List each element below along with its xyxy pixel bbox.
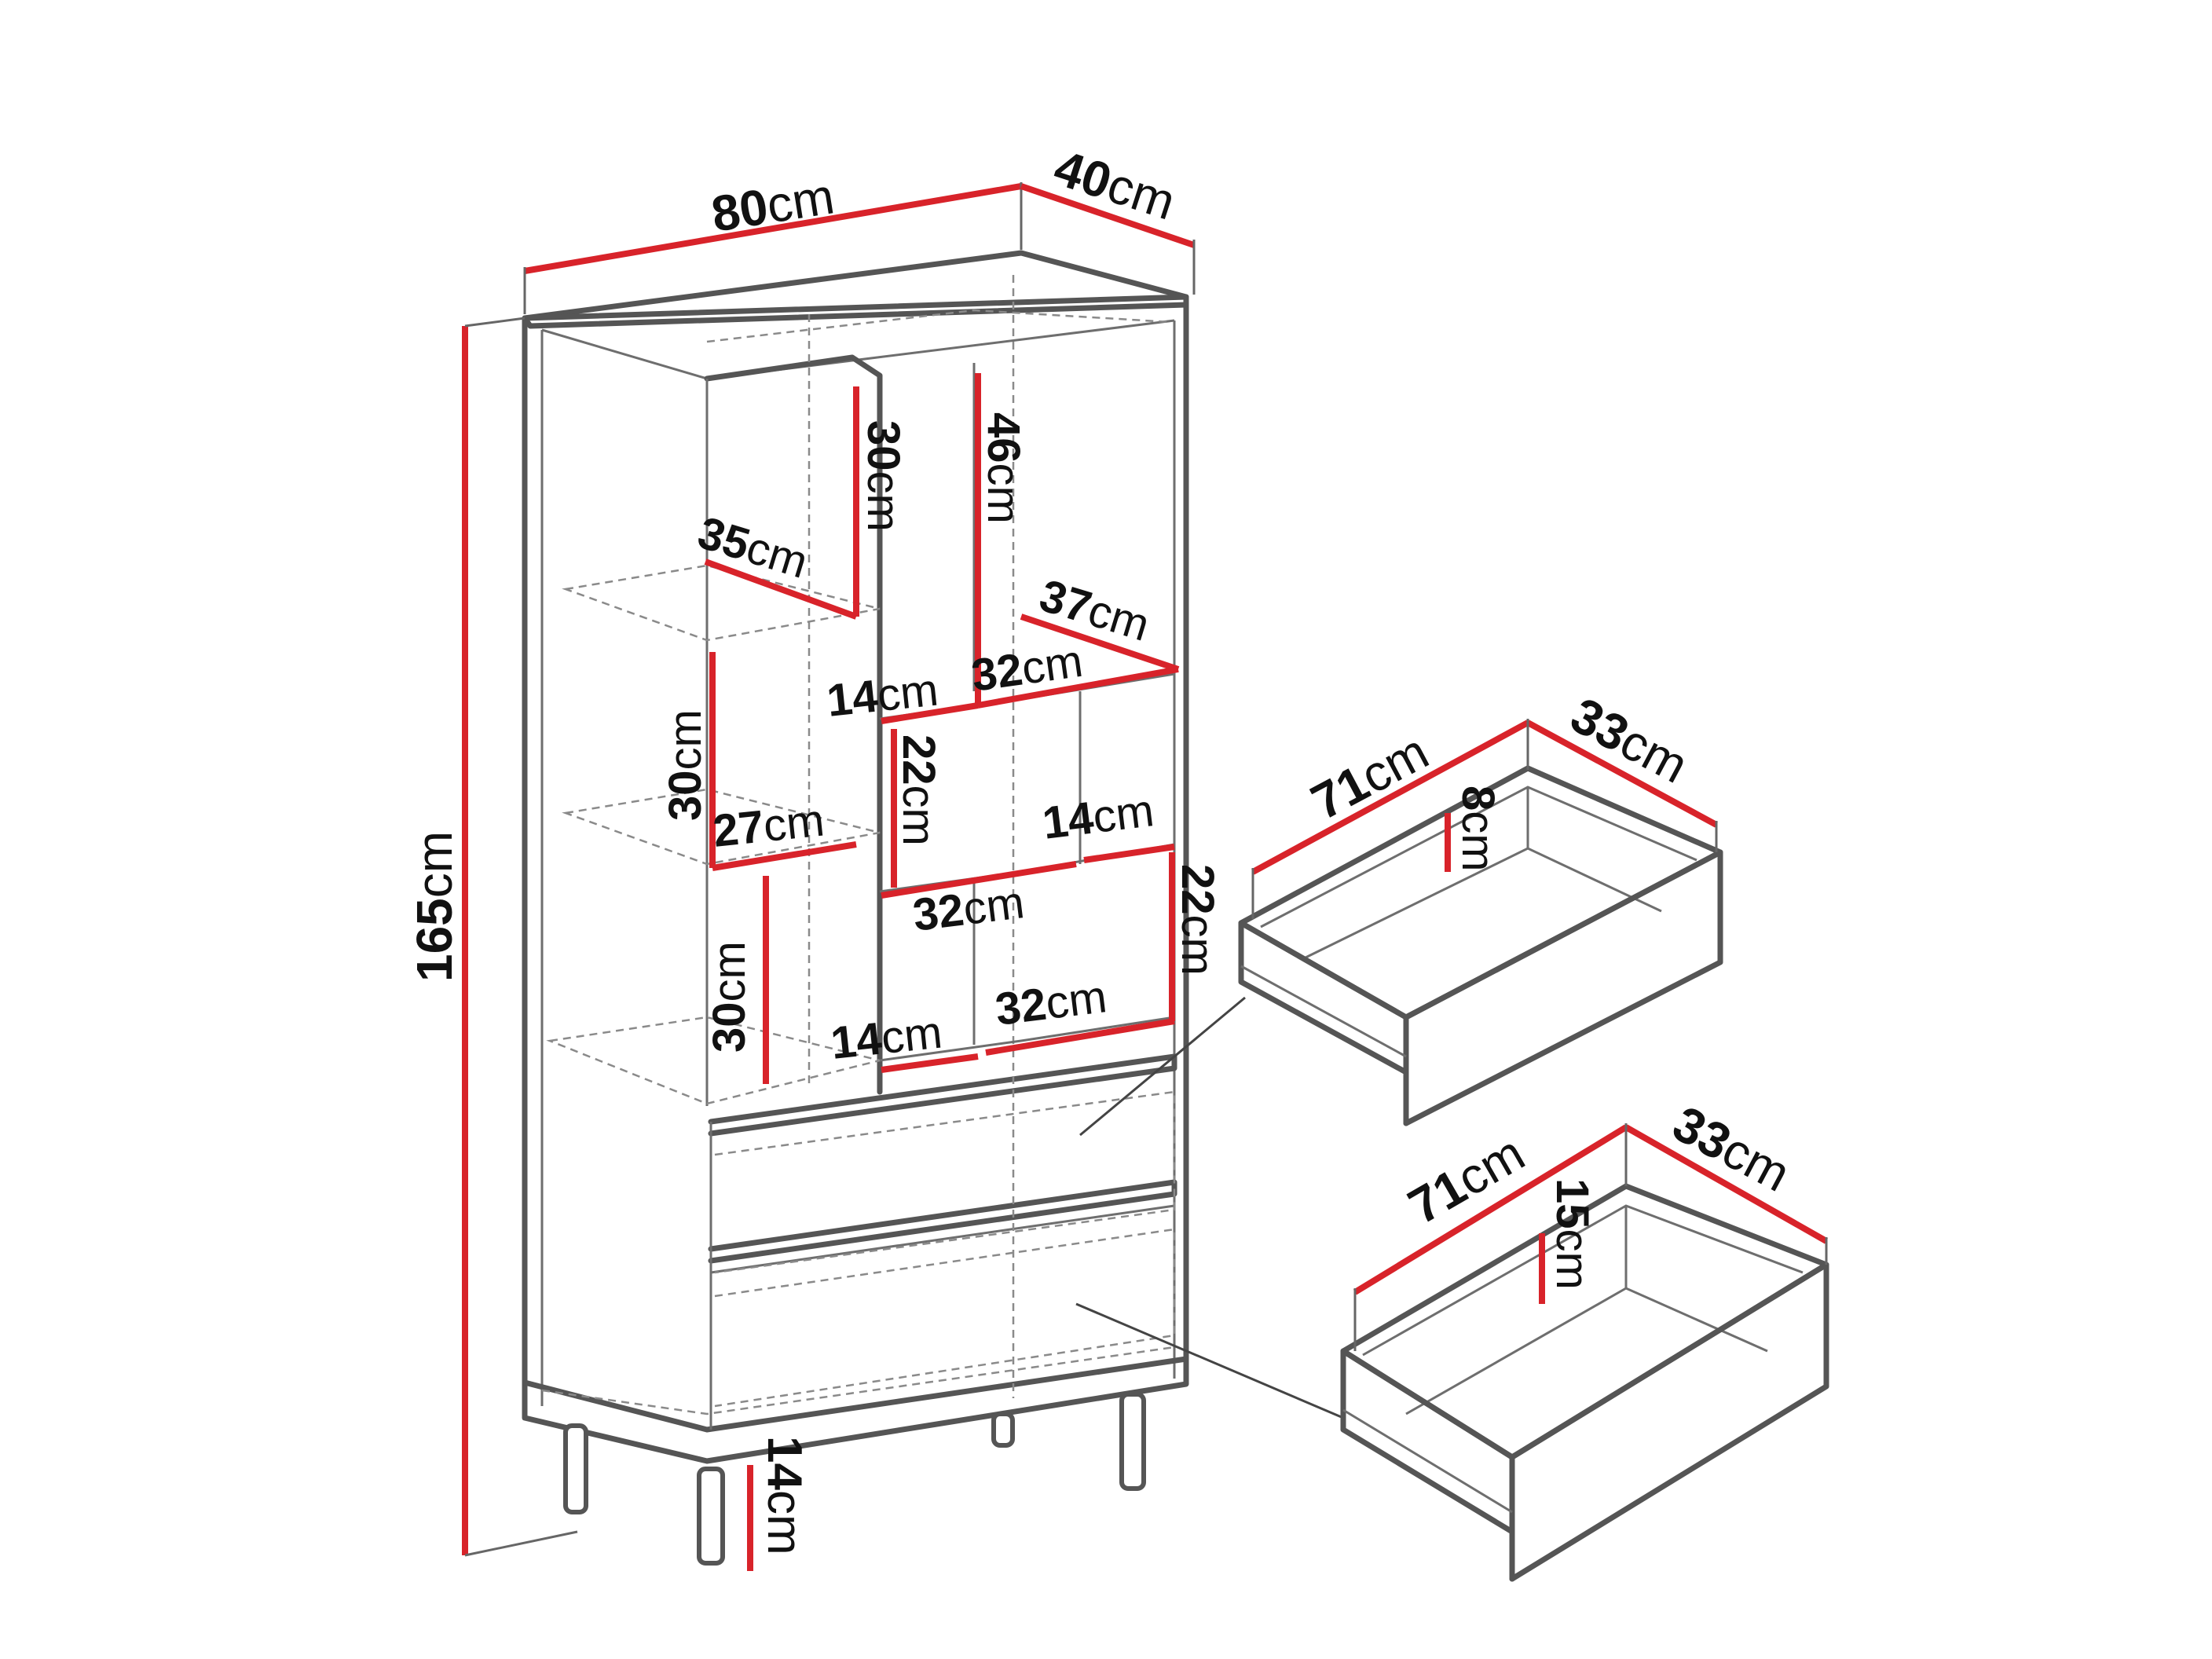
dim-line-center-upper-width bbox=[881, 702, 979, 724]
label-large-drawer-height: 15cm bbox=[1547, 1178, 1598, 1290]
dim-line-small-drawer-depth bbox=[1526, 720, 1718, 828]
dim-line-center-low-width bbox=[881, 861, 1077, 899]
cabinet-labels: 80cm 40cm 165cm 14cm 30cm 35cm 30cm 27cm… bbox=[406, 139, 1223, 1555]
label-center-bottom-width: 14cm bbox=[829, 1006, 945, 1068]
drawer-front-lower bbox=[710, 1204, 1175, 1274]
dim-line-large-drawer-length bbox=[1353, 1124, 1628, 1295]
hidden-lower-box bbox=[714, 1228, 1176, 1408]
large-drawer-floor bbox=[1405, 1287, 1768, 1415]
label-center-upper-width: 14cm bbox=[825, 664, 941, 726]
label-large-drawer-length: 71cm bbox=[1399, 1125, 1534, 1236]
large-drawer-left-side bbox=[1340, 1348, 1515, 1535]
leg-back-right bbox=[991, 1412, 1015, 1448]
base-edge bbox=[522, 1356, 1189, 1433]
small-drawer-front-panel bbox=[1403, 849, 1723, 1126]
leg-back-left bbox=[563, 1423, 588, 1514]
large-drawer-front-panel bbox=[1509, 1262, 1829, 1582]
hidden-drawer-body bbox=[714, 1090, 1176, 1274]
leader-line-small-drawer bbox=[1079, 996, 1246, 1137]
cabinet-outline bbox=[522, 294, 1189, 1464]
label-left-mid-height: 30cm bbox=[660, 709, 711, 821]
label-small-drawer-length: 71cm bbox=[1302, 723, 1437, 830]
small-drawer-runner bbox=[1240, 965, 1407, 1058]
dim-line-width bbox=[524, 183, 1022, 274]
right-shelf-3 bbox=[879, 1016, 1175, 1062]
left-partition bbox=[704, 354, 883, 1095]
large-drawer-runner bbox=[1342, 1408, 1513, 1514]
dim-line-center-bottom-width bbox=[881, 1053, 979, 1073]
label-right-mid-width: 14cm bbox=[1040, 785, 1157, 849]
small-drawer: 71cm 33cm 8cm bbox=[1238, 687, 1723, 1126]
hidden-upper-back bbox=[706, 309, 1171, 343]
large-drawer: 71cm 33cm 15cm bbox=[1340, 1095, 1829, 1582]
dim-line-right-mid-width bbox=[1083, 844, 1175, 863]
drawer-front-mid bbox=[708, 1179, 1177, 1264]
dim-line-depth bbox=[1020, 183, 1196, 248]
dim-line-small-drawer-length bbox=[1251, 720, 1529, 875]
inner-top-edge bbox=[541, 319, 1175, 380]
label-small-drawer-height: 8cm bbox=[1452, 786, 1503, 872]
cabinet-drawing bbox=[522, 250, 1189, 1566]
dim-line-left-mid-depth bbox=[712, 841, 857, 871]
dim-line-right-top-depth bbox=[1020, 613, 1180, 672]
hidden-shelf-1 bbox=[562, 564, 881, 642]
label-leg-height: 14cm bbox=[757, 1436, 811, 1555]
label-right-bottom-width: 32cm bbox=[993, 971, 1110, 1035]
dim-line-left-upper-depth bbox=[704, 558, 858, 620]
dim-line-right-top-width bbox=[977, 666, 1179, 709]
label-right-low-height: 22cm bbox=[1172, 864, 1223, 976]
label-cabinet-height: 165cm bbox=[406, 831, 463, 982]
label-left-mid-depth: 27cm bbox=[711, 794, 827, 856]
label-left-upper-height: 30cm bbox=[858, 420, 909, 532]
dim-line-large-drawer-depth bbox=[1624, 1124, 1828, 1244]
label-center-low-width: 32cm bbox=[910, 877, 1027, 941]
drawer-front-top bbox=[708, 1053, 1177, 1137]
dim-line-right-bottom-width bbox=[985, 1018, 1175, 1056]
label-left-low-height: 30cm bbox=[704, 941, 755, 1053]
hidden-bottom bbox=[541, 1346, 1175, 1415]
small-drawer-left-side bbox=[1238, 920, 1409, 1075]
label-cabinet-width: 80cm bbox=[708, 167, 838, 243]
leg-front-left bbox=[697, 1467, 725, 1566]
label-center-mid-height: 22cm bbox=[893, 734, 944, 846]
leader-line-large-drawer bbox=[1075, 1302, 1344, 1419]
label-right-top-height: 46cm bbox=[978, 412, 1029, 524]
leg-front-right bbox=[1119, 1392, 1146, 1491]
hidden-shelf-2 bbox=[562, 788, 881, 866]
label-right-top-width: 32cm bbox=[969, 635, 1086, 701]
cabinet-dimension-lines bbox=[462, 182, 1196, 1571]
